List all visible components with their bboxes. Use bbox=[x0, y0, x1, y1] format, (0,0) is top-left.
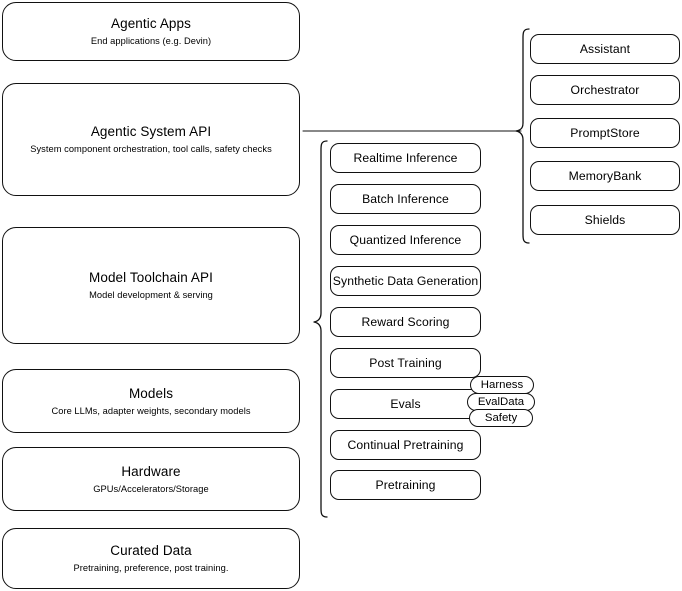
stack-layer-title: Agentic System API bbox=[90, 124, 212, 139]
stack-layer-hardware[interactable]: Hardware GPUs/Accelerators/Storage bbox=[2, 447, 300, 511]
toolchain-item-continual-pretraining[interactable]: Continual Pretraining bbox=[330, 430, 481, 460]
toolchain-item-label: Post Training bbox=[369, 356, 442, 370]
toolchain-item-synthetic-data-generation[interactable]: Synthetic Data Generation bbox=[330, 266, 481, 296]
toolchain-item-label: Synthetic Data Generation bbox=[332, 274, 479, 288]
stack-layer-subtitle: Pretraining, preference, post training. bbox=[73, 563, 229, 573]
toolchain-item-realtime-inference[interactable]: Realtime Inference bbox=[330, 143, 481, 173]
stack-layer-title: Curated Data bbox=[110, 543, 192, 558]
system-item-assistant[interactable]: Assistant bbox=[530, 34, 680, 64]
toolchain-item-label: Quantized Inference bbox=[349, 233, 462, 247]
stack-layer-title: Model Toolchain API bbox=[89, 270, 213, 285]
system-item-label: Assistant bbox=[579, 42, 631, 56]
stack-layer-subtitle: Model development & serving bbox=[89, 290, 213, 300]
system-item-label: Shields bbox=[584, 213, 626, 227]
toolchain-item-evals[interactable]: Evals bbox=[330, 389, 481, 419]
toolchain-item-label: Evals bbox=[390, 397, 421, 411]
stack-layer-title: Models bbox=[128, 385, 174, 401]
toolchain-item-reward-scoring[interactable]: Reward Scoring bbox=[330, 307, 481, 337]
eval-pill-safety[interactable]: Safety bbox=[469, 409, 533, 427]
stack-layer-subtitle: GPUs/Accelerators/Storage bbox=[93, 483, 209, 494]
eval-pill-label: Harness bbox=[480, 379, 524, 391]
stack-layer-title: Agentic Apps bbox=[110, 16, 191, 31]
toolchain-brace bbox=[313, 140, 328, 518]
eval-pill-harness[interactable]: Harness bbox=[470, 376, 534, 394]
toolchain-item-label: Reward Scoring bbox=[361, 315, 450, 329]
stack-layer-agentic-system-api[interactable]: Agentic System API System component orch… bbox=[2, 83, 300, 196]
system-item-label: PromptStore bbox=[570, 126, 640, 140]
stack-layer-model-toolchain-api[interactable]: Model Toolchain API Model development & … bbox=[2, 227, 300, 344]
stack-layer-subtitle: End applications (e.g. Devin) bbox=[90, 36, 212, 46]
system-brace bbox=[515, 28, 530, 244]
toolchain-item-batch-inference[interactable]: Batch Inference bbox=[330, 184, 481, 214]
stack-layer-agentic-apps[interactable]: Agentic Apps End applications (e.g. Devi… bbox=[2, 2, 300, 61]
toolchain-item-quantized-inference[interactable]: Quantized Inference bbox=[330, 225, 481, 255]
eval-pill-label: EvalData bbox=[477, 396, 525, 408]
system-item-label: Orchestrator bbox=[570, 83, 640, 97]
toolchain-item-label: Batch Inference bbox=[362, 192, 449, 206]
eval-pill-label: Safety bbox=[484, 412, 518, 424]
system-item-label: MemoryBank bbox=[568, 169, 642, 183]
system-item-orchestrator[interactable]: Orchestrator bbox=[530, 75, 680, 105]
toolchain-item-label: Pretraining bbox=[375, 478, 436, 492]
toolchain-item-post-training[interactable]: Post Training bbox=[330, 348, 481, 378]
stack-layer-subtitle: System component orchestration, tool cal… bbox=[30, 144, 272, 154]
system-item-promptstore[interactable]: PromptStore bbox=[530, 118, 680, 148]
stack-layer-title: Hardware bbox=[121, 463, 181, 479]
toolchain-item-label: Realtime Inference bbox=[353, 151, 458, 165]
toolchain-item-label: Continual Pretraining bbox=[347, 438, 464, 452]
toolchain-item-pretraining[interactable]: Pretraining bbox=[330, 470, 481, 500]
stack-layer-subtitle: Core LLMs, adapter weights, secondary mo… bbox=[51, 405, 251, 416]
stack-layer-curated-data[interactable]: Curated Data Pretraining, preference, po… bbox=[2, 528, 300, 589]
stack-layer-models[interactable]: Models Core LLMs, adapter weights, secon… bbox=[2, 369, 300, 433]
system-item-shields[interactable]: Shields bbox=[530, 205, 680, 235]
system-item-memorybank[interactable]: MemoryBank bbox=[530, 161, 680, 191]
